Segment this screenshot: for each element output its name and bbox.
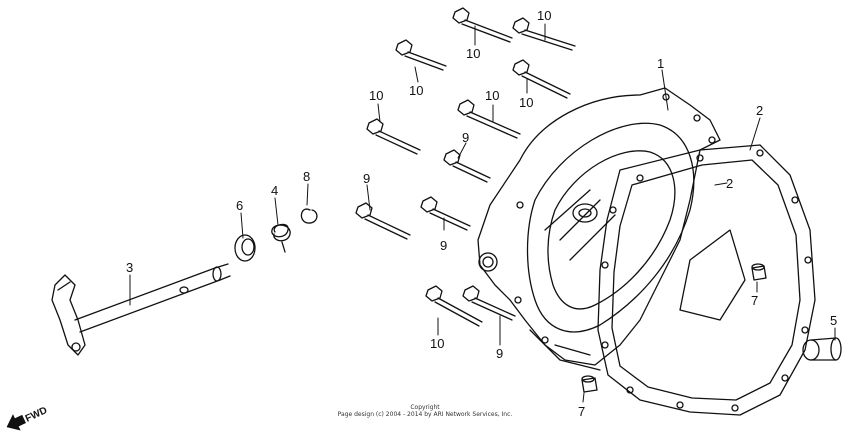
copyright-line: Copyright	[410, 404, 440, 411]
callout-10-a: 10	[466, 46, 480, 61]
callout-9-bottom: 9	[496, 346, 503, 361]
callout-10-f: 10	[369, 88, 383, 103]
page-design-credit: Page design (c) 2004 - 2014 by ARI Netwo…	[337, 411, 513, 418]
callout-labels: 1 2 2 3 4 5 6 7 7 8 9 9 9 9 10 10 10 10 …	[126, 8, 837, 419]
callout-7-lower: 7	[578, 404, 585, 419]
dowel-pin-lower	[581, 375, 598, 393]
callout-6: 6	[236, 198, 243, 213]
shift-spindle	[51, 263, 231, 356]
callout-8: 8	[303, 169, 310, 184]
gasket	[597, 144, 816, 416]
callout-3: 3	[126, 260, 133, 275]
callout-9-top: 9	[462, 130, 469, 145]
callout-2-gasket: 2	[756, 103, 763, 118]
callout-1: 1	[657, 56, 664, 71]
callout-5: 5	[830, 313, 837, 328]
callout-2-inner: 2	[726, 176, 733, 191]
bolts	[355, 7, 576, 327]
callout-4: 4	[271, 183, 278, 198]
oil-seal	[234, 234, 256, 262]
callout-9-mid: 9	[440, 238, 447, 253]
callout-10-e: 10	[485, 88, 499, 103]
callout-10-c: 10	[409, 83, 423, 98]
dowel-pin-upper	[751, 263, 767, 281]
stud-bolt	[802, 337, 842, 361]
callout-10-b: 10	[537, 8, 551, 23]
return-spring	[271, 223, 291, 253]
leader-lines	[129, 23, 836, 403]
fwd-arrow-icon: FWD	[6, 405, 49, 431]
callout-10-d: 10	[519, 95, 533, 110]
callout-10-g: 10	[430, 336, 444, 351]
callout-7-upper: 7	[751, 293, 758, 308]
callout-9-left: 9	[363, 171, 370, 186]
housing-cover	[477, 87, 721, 371]
snap-ring	[300, 208, 318, 224]
